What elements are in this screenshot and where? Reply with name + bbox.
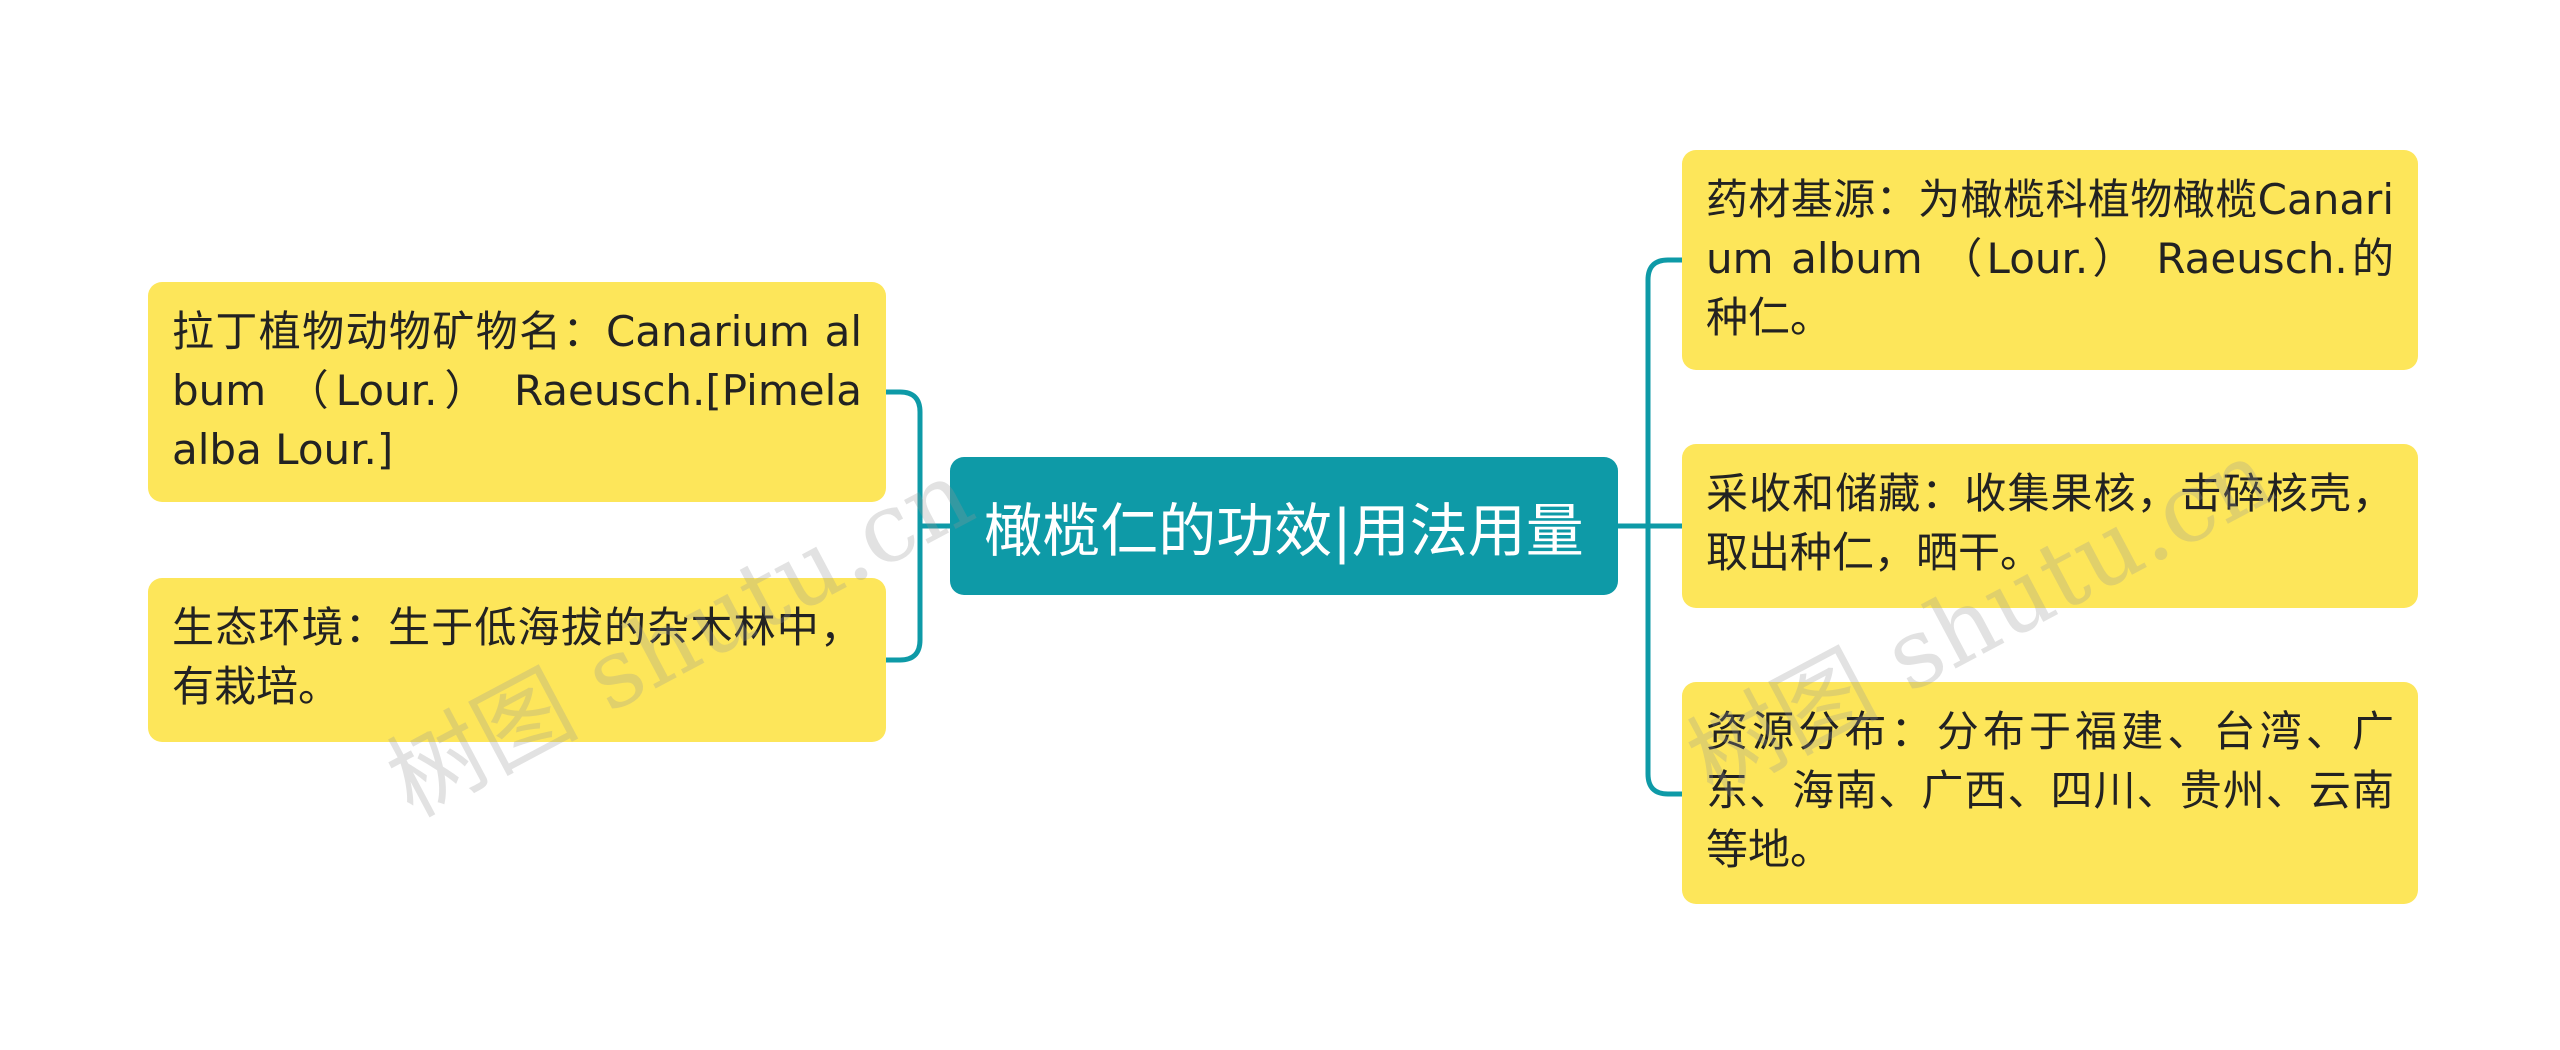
connector-right-1	[1645, 257, 1685, 529]
connector-left-1	[883, 389, 923, 529]
left-node-latin-name[interactable]: 拉丁植物动物矿物名：Canarium album （Lour.） Raeusch…	[148, 282, 886, 502]
connector-right-3	[1645, 523, 1685, 797]
connector-left-2	[883, 523, 923, 663]
right-node-source[interactable]: 药材基源：为橄榄科植物橄榄Canarium album （Lour.） Raeu…	[1682, 150, 2418, 370]
center-node-label: 橄榄仁的功效|用法用量	[984, 497, 1584, 565]
center-node[interactable]: 橄榄仁的功效|用法用量	[950, 457, 1618, 595]
right-node-source-label: 药材基源：为橄榄科植物橄榄Canarium album （Lour.） Raeu…	[1706, 175, 2394, 342]
right-node-harvest-storage[interactable]: 采收和储藏：收集果核，击碎核壳，取出种仁，晒干。	[1682, 444, 2418, 608]
left-node-latin-name-label: 拉丁植物动物矿物名：Canarium album （Lour.） Raeusch…	[172, 307, 862, 474]
right-node-distribution-label: 资源分布：分布于福建、台湾、广东、海南、广西、四川、贵州、云南等地。	[1706, 707, 2394, 874]
left-node-habitat[interactable]: 生态环境：生于低海拔的杂木林中，有栽培。	[148, 578, 886, 742]
right-node-harvest-storage-label: 采收和储藏：收集果核，击碎核壳，取出种仁，晒干。	[1706, 469, 2394, 577]
right-node-distribution[interactable]: 资源分布：分布于福建、台湾、广东、海南、广西、四川、贵州、云南等地。	[1682, 682, 2418, 904]
left-node-habitat-label: 生态环境：生于低海拔的杂木林中，有栽培。	[172, 603, 862, 711]
